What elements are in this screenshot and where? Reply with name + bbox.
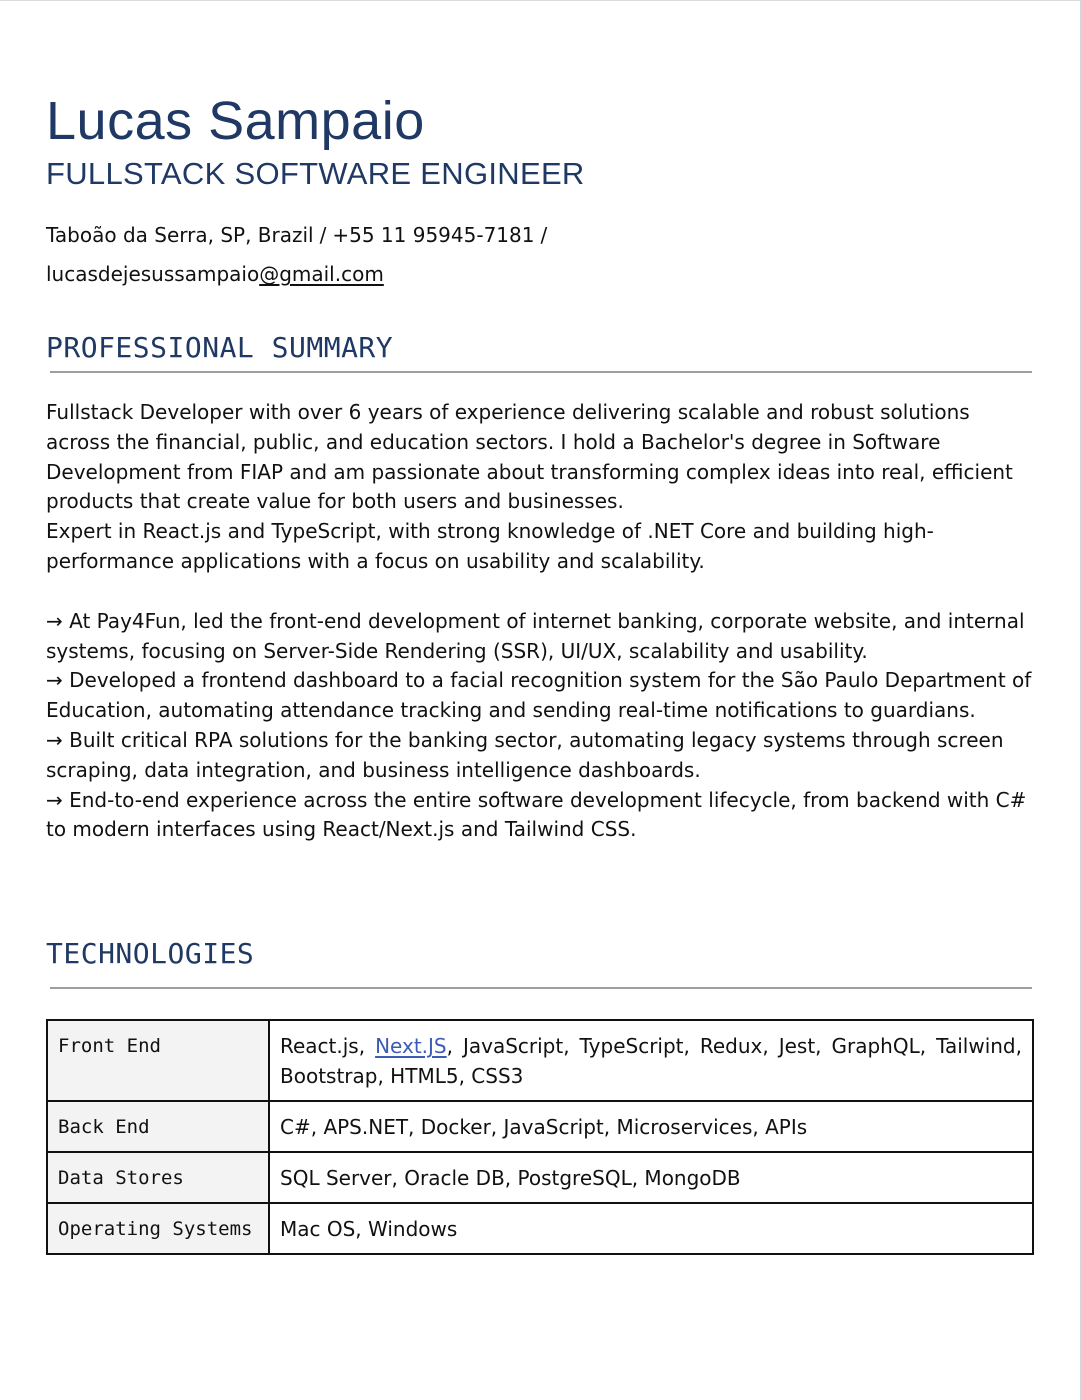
email-user: lucasdejesussampaio: [46, 262, 260, 286]
nextjs-link[interactable]: Next.JS: [375, 1034, 447, 1058]
phone-text: +55 11 95945-7181: [332, 223, 535, 247]
contact-separator: /: [540, 223, 548, 247]
summary-paragraph: Expert in React.js and TypeScript, with …: [46, 519, 934, 573]
tech-items: C#, APS.NET, Docker, JavaScript, Microse…: [268, 1100, 1034, 1153]
tech-items: Mac OS, Windows: [268, 1202, 1034, 1255]
tech-items: React.js, Next.JS, JavaScript, TypeScrip…: [268, 1019, 1034, 1102]
contact-info: Taboão da Serra, SP, Brazil/+55 11 95945…: [46, 216, 666, 294]
tech-category: Data Stores: [46, 1151, 270, 1204]
candidate-role: FULLSTACK SOFTWARE ENGINEER: [46, 156, 585, 191]
table-row: Front End React.js, Next.JS, JavaScript,…: [46, 1019, 1034, 1102]
tech-category: Front End: [46, 1019, 270, 1102]
summary-bullet: → At Pay4Fun, led the front-end developm…: [46, 608, 1025, 663]
location-text: Taboão da Serra, SP, Brazil: [46, 223, 314, 247]
summary-paragraph: Fullstack Developer with over 6 years of…: [46, 400, 1013, 514]
tech-category: Operating Systems: [46, 1202, 270, 1255]
summary-body: Fullstack Developer with over 6 years of…: [46, 398, 1036, 845]
table-row: Operating Systems Mac OS, Windows: [46, 1202, 1034, 1255]
summary-bullet: → Built critical RPA solutions for the b…: [46, 727, 1004, 782]
section-divider: [50, 371, 1032, 373]
summary-bullet: → End-to-end experience across the entir…: [46, 787, 1027, 842]
section-title-technologies: TECHNOLOGIES: [46, 937, 255, 970]
candidate-name: Lucas Sampaio: [46, 91, 425, 151]
email-link[interactable]: @gmail.com: [259, 262, 384, 286]
tech-category: Back End: [46, 1100, 270, 1153]
page-right-border: [1080, 0, 1082, 1400]
tech-items-text: , JavaScript, TypeScript, Redux, Jest, G…: [280, 1034, 1022, 1088]
technologies-table: Front End React.js, Next.JS, JavaScript,…: [46, 1019, 1034, 1255]
contact-separator: /: [319, 223, 327, 247]
section-title-summary: PROFESSIONAL SUMMARY: [46, 331, 394, 364]
paragraph-spacer: [46, 577, 1036, 607]
tech-items: SQL Server, Oracle DB, PostgreSQL, Mongo…: [268, 1151, 1034, 1204]
page-top-border: [0, 0, 1082, 1]
table-row: Data Stores SQL Server, Oracle DB, Postg…: [46, 1151, 1034, 1204]
summary-bullet: → Developed a frontend dashboard to a fa…: [46, 668, 1032, 723]
table-row: Back End C#, APS.NET, Docker, JavaScript…: [46, 1100, 1034, 1153]
section-divider: [50, 987, 1032, 989]
tech-items-text: React.js,: [280, 1034, 376, 1058]
